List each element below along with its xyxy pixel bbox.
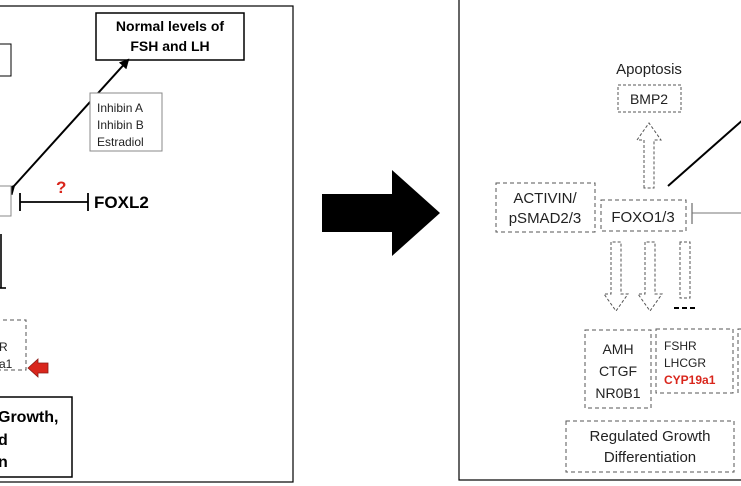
normal-levels-box bbox=[95, 12, 245, 61]
hormone-estradiol: Estradiol bbox=[97, 135, 144, 149]
gene-nr0b1: NR0B1 bbox=[595, 385, 640, 401]
question-mark: ? bbox=[56, 178, 66, 197]
down-arrow-2 bbox=[637, 241, 663, 312]
genes-left-box bbox=[584, 329, 652, 409]
gene-amh: AMH bbox=[602, 341, 633, 357]
normal-levels-line1: Normal levels of bbox=[116, 18, 224, 34]
gene-lhcgr: LHCGR bbox=[664, 356, 706, 370]
left-gene-fragment-2: a1 bbox=[0, 357, 13, 371]
foxo-label: FOXO1/3 bbox=[611, 209, 674, 226]
regulated-line1: Regulated Growth bbox=[590, 428, 711, 445]
left-bottom-line2: d bbox=[0, 432, 8, 449]
down-arrow-1 bbox=[603, 241, 629, 312]
bmp2-label: BMP2 bbox=[630, 91, 668, 107]
left-target-box-partial bbox=[0, 185, 12, 217]
red-highlight-arrow bbox=[27, 358, 49, 378]
right-panel-frame bbox=[458, 0, 741, 481]
activin-line1: ACTIVIN/ bbox=[513, 190, 577, 207]
gene-cyp19a1: CYP19a1 bbox=[664, 373, 716, 387]
feedback-double-arrow bbox=[4, 58, 130, 196]
down-inhibition-3 bbox=[679, 241, 691, 299]
left-partial-box bbox=[0, 43, 12, 77]
up-arrow-to-bmp2 bbox=[636, 122, 662, 189]
diagonal-line-to-foxo bbox=[667, 120, 741, 187]
apoptosis-label: Apoptosis bbox=[616, 61, 682, 78]
foxo-box bbox=[600, 199, 687, 232]
foxl2-label: FOXL2 bbox=[94, 193, 149, 212]
left-gene-fragment-1: R bbox=[0, 340, 8, 354]
left-panel-frame bbox=[0, 5, 294, 483]
transition-arrow bbox=[322, 170, 440, 256]
hormone-inhibin-b: Inhibin B bbox=[97, 118, 144, 132]
gene-ctgf: CTGF bbox=[599, 363, 637, 379]
left-bottom-box bbox=[0, 396, 73, 478]
genes-right-box bbox=[655, 328, 734, 394]
activin-line2: pSMAD2/3 bbox=[509, 210, 582, 227]
gene-fshr: FSHR bbox=[664, 339, 697, 353]
hormones-box bbox=[89, 92, 163, 152]
bmp2-box bbox=[617, 84, 682, 113]
left-gene-box bbox=[0, 319, 27, 371]
hormone-inhibin-a: Inhibin A bbox=[97, 101, 143, 115]
regulated-line2: Differentiation bbox=[604, 449, 696, 466]
activin-box bbox=[495, 182, 596, 233]
regulated-box bbox=[565, 420, 735, 473]
normal-levels-line2: FSH and LH bbox=[130, 38, 209, 54]
right-edge-partial-box bbox=[737, 328, 741, 394]
left-bottom-line1: Growth, bbox=[0, 409, 58, 426]
left-bottom-line3: n bbox=[0, 454, 8, 471]
